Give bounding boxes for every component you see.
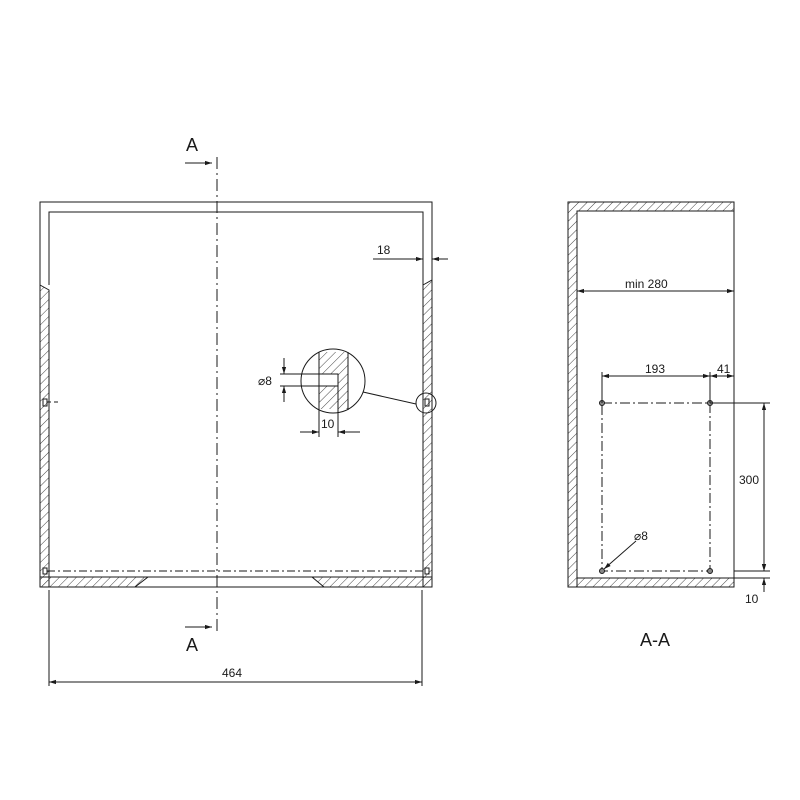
dim-min-depth-label: min 280 xyxy=(625,277,668,291)
dim-hole-dia-label: ⌀8 xyxy=(634,529,648,543)
dim-width-label: 464 xyxy=(222,666,242,680)
detail-content xyxy=(280,352,360,437)
dim-hole-spacing-h-label: 193 xyxy=(645,362,665,376)
left-wall-section xyxy=(39,284,50,588)
dia-leader xyxy=(603,540,637,570)
dim-hole-offset-bottom-label: 10 xyxy=(745,592,759,606)
bottom-left-section xyxy=(39,576,150,588)
detail-callout-small xyxy=(415,392,437,414)
section-label-bottom: A xyxy=(186,635,198,655)
detail-depth-label: 10 xyxy=(321,417,335,431)
dim-hole-offset-back-label: 41 xyxy=(717,362,731,376)
dim-thickness-label: 18 xyxy=(377,243,391,257)
bottom-right-section xyxy=(310,576,433,588)
detail-circle xyxy=(300,348,366,414)
hole-pattern xyxy=(601,402,711,572)
detail-dia-label: ⌀8 xyxy=(258,374,272,388)
front-outline xyxy=(39,201,433,285)
section-label-top: A xyxy=(186,135,198,155)
dim-hole-spacing-v-label: 300 xyxy=(739,473,759,487)
section-view-title: A-A xyxy=(640,630,670,650)
hole-marker-right xyxy=(424,398,430,407)
hole-marker-bottom-right xyxy=(424,567,430,575)
section-bottom-wall xyxy=(576,577,735,588)
right-wall-section xyxy=(422,279,433,588)
section-top-wall xyxy=(567,201,735,588)
front-view xyxy=(39,157,448,686)
section-view xyxy=(567,201,770,592)
